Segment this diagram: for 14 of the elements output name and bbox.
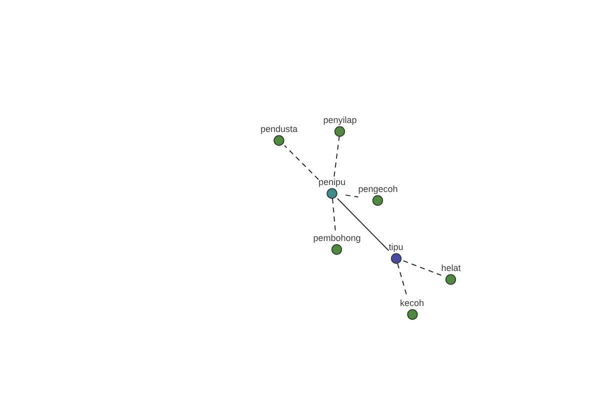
node-label: pembohong (313, 232, 361, 244)
node-label: tipu (388, 242, 404, 252)
dashed-line (334, 136, 340, 177)
node-label: helat (441, 262, 461, 274)
node-label: pendusta (260, 124, 298, 134)
dashed-line (402, 260, 442, 276)
dashed-line (284, 145, 319, 180)
node-label: penipu (318, 176, 346, 188)
node-label: pengecoh (358, 184, 398, 194)
dashed-line (345, 194, 359, 198)
connector-line (336, 198, 390, 252)
node-label: penyilap (323, 114, 357, 126)
node-label: kecoh (400, 298, 424, 308)
dashed-line (332, 198, 336, 233)
